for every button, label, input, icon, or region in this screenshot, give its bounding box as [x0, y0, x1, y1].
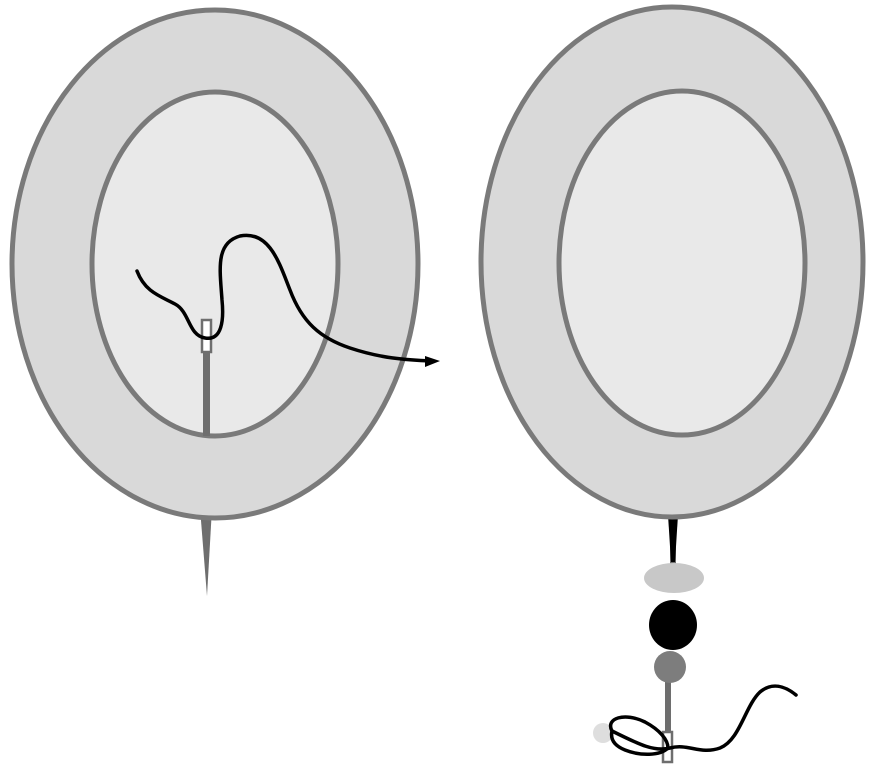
left-needle-tip: [200, 508, 212, 596]
left-figure: [12, 10, 440, 596]
right-inner-area: [559, 91, 805, 435]
right-needle-point: [668, 515, 678, 562]
left-thread-end: [425, 356, 440, 367]
bead-black: [649, 600, 697, 650]
left-inner-area: [92, 92, 338, 436]
left-needle-shaft: [203, 340, 210, 436]
bead-gray: [654, 651, 686, 683]
right-figure: [481, 7, 863, 762]
bead-light-oval: [644, 563, 704, 593]
